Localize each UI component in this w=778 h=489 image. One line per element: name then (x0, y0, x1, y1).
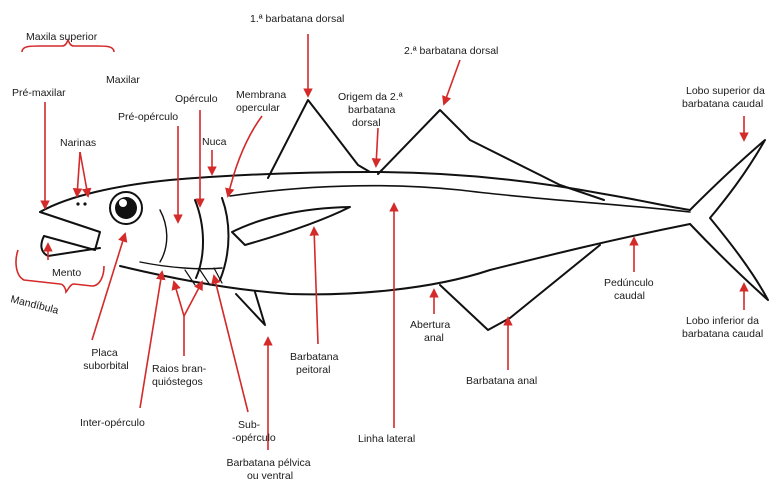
pelvic-fin (236, 292, 265, 325)
label-mento: Mento (52, 267, 81, 279)
label-maxilar: Maxilar (106, 74, 140, 86)
narinas-arrow-1 (77, 152, 80, 196)
label-operculo: Opérculo (175, 93, 218, 105)
label-linha-lateral: Linha lateral (358, 433, 415, 445)
label-nuca: Nuca (202, 136, 227, 148)
label-membrana-opercular: Membrana opercular (236, 89, 289, 114)
caudal-fin (690, 140, 768, 300)
label-placa-suborbital: Placa suborbital (83, 347, 129, 372)
label-primeira-dorsal: 1.ª barbatana dorsal (250, 13, 344, 25)
text-labels: Maxila superior Pré-maxilar Maxilar Nari… (9, 13, 767, 482)
gill-plate (140, 262, 222, 269)
lateral-line-drawing (230, 186, 690, 212)
mouth-lower-jaw (41, 236, 100, 256)
label-mandibula: Mandíbula (9, 293, 60, 317)
label-pre-maxilar: Pré-maxilar (12, 87, 66, 99)
label-pre-operculo: Pré-opérculo (118, 111, 178, 123)
label-maxila-superior: Maxila superior (26, 31, 98, 43)
label-sub-operculo: Sub- -opérculo (232, 419, 276, 444)
label-pedunculo-caudal: Pedúnculo caudal (604, 277, 657, 302)
label-inter-operculo: Inter-opérculo (80, 417, 145, 429)
peitoral-arrow (314, 228, 318, 344)
pectoral-fin (232, 207, 350, 245)
segunda-dorsal-arrow (444, 60, 460, 104)
membrana-opercular-arrow (228, 116, 262, 196)
label-raios-branquiostegos: Raios bran- quióstegos (152, 363, 209, 388)
label-barbatana-anal: Barbatana anal (466, 375, 537, 387)
label-origem-segunda-dorsal: Origem da 2.ª barbatana dorsal (338, 91, 406, 129)
narinas-arrow-2 (80, 152, 88, 196)
eye (110, 192, 142, 224)
label-barbatana-peitoral: Barbatana peitoral (290, 351, 341, 376)
nostrils (76, 202, 86, 205)
raios-arrow-3 (184, 282, 202, 316)
origem-dorsal-arrow (376, 128, 378, 166)
body-upper-contour (40, 172, 690, 212)
placa-suborbital-arrow (92, 234, 125, 340)
label-lobo-superior: Lobo superior da barbatana caudal (682, 85, 768, 110)
anal-fin (440, 245, 600, 330)
label-barbatana-pelvica: Barbatana pélvica ou ventral (227, 457, 314, 482)
preoperculum-edge (195, 200, 203, 278)
label-abertura-anal: Abertura anal (410, 319, 453, 344)
suborbital-plate (160, 210, 167, 262)
label-segunda-dorsal: 2.ª barbatana dorsal (404, 45, 498, 57)
label-lobo-inferior: Lobo inferior da barbatana caudal (682, 315, 763, 340)
label-narinas: Narinas (60, 137, 96, 149)
fish-outline (40, 100, 768, 330)
raios-arrow-2 (174, 282, 184, 316)
sub-operculo-arrow (214, 276, 248, 412)
mouth-upper-jaw (40, 212, 100, 250)
